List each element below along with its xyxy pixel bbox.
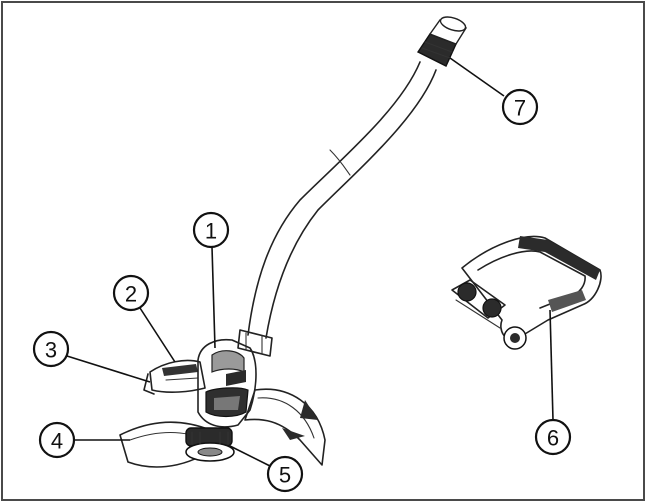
callout-5-label: 5 xyxy=(279,463,291,488)
callout-2-label: 2 xyxy=(125,282,137,307)
callout-3: 3 xyxy=(32,330,70,368)
callout-4: 4 xyxy=(38,421,76,459)
callout-6: 6 xyxy=(534,418,572,456)
spool-cap xyxy=(185,427,235,462)
rear-vent xyxy=(143,359,206,395)
motor-housing xyxy=(197,338,257,428)
callout-1-label: 1 xyxy=(205,219,217,244)
auxiliary-handle xyxy=(451,235,602,350)
shaft-collar xyxy=(237,329,273,357)
callout-3-label: 3 xyxy=(45,338,57,363)
callout-4-label: 4 xyxy=(51,429,63,454)
callout-7-label: 7 xyxy=(514,96,526,121)
leader-lines xyxy=(66,57,554,467)
callout-1: 1 xyxy=(192,211,230,249)
shaft xyxy=(247,61,437,339)
top-grip xyxy=(416,16,468,67)
callout-6-label: 6 xyxy=(547,426,559,451)
callout-7: 7 xyxy=(501,88,539,126)
callout-2: 2 xyxy=(112,274,150,312)
guard xyxy=(119,388,326,468)
callout-5: 5 xyxy=(266,455,304,493)
